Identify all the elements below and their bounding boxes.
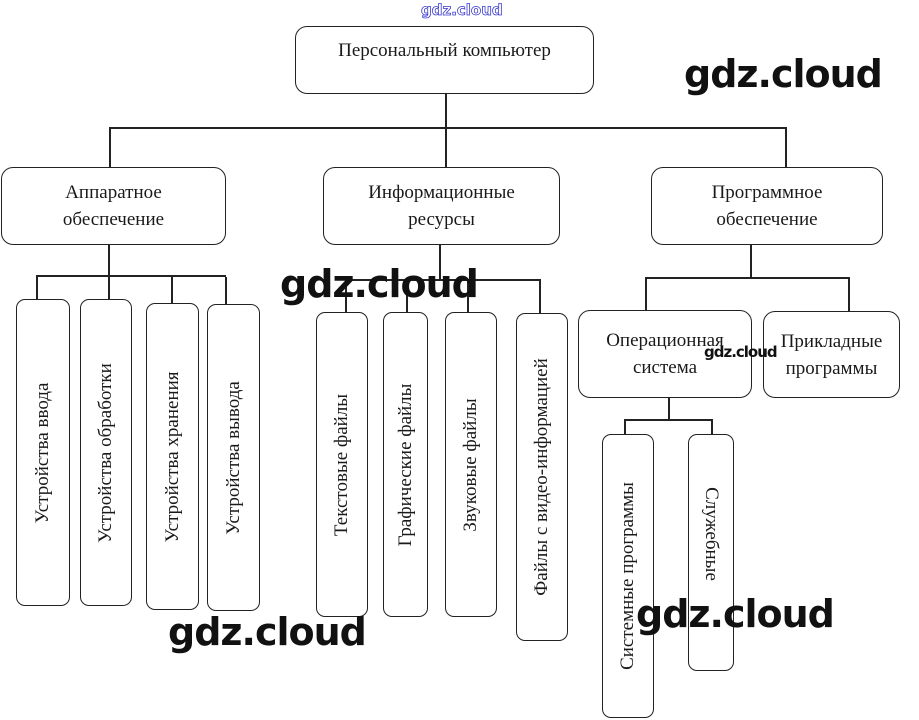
node-label: Звуковые файлы [460,397,481,532]
node-label: Графические файлы [394,383,416,546]
watermark-top: gdz.cloud [421,1,503,20]
connector [439,244,441,280]
connector [539,279,541,314]
connector [645,277,849,279]
node-graphic-files: Графические файлы [383,312,428,617]
connector [445,93,447,129]
node-label: Программное обеспечение [711,182,823,230]
connector [109,127,111,168]
connector [36,275,38,300]
connector [645,277,647,311]
node-label: Персональный компьютер [338,40,551,61]
connector [668,398,670,420]
watermark: gdz.cloud [280,262,479,306]
node-label: Устройства обработки [95,362,116,543]
node-software: Программное обеспечение [651,167,883,245]
node-operating-system: Операционная система [578,310,752,398]
node-system-programs: Системные программы [602,434,654,718]
connector [108,244,110,276]
node-video-files: Файлы с видео-информацией [516,313,568,641]
connector [225,277,227,305]
node-text-files: Текстовые файлы [316,312,368,617]
watermark: gdz.cloud [684,52,883,96]
node-label: Устройства вывода [222,380,244,535]
connector [785,127,787,168]
connector [624,419,626,435]
node-personal-computer: Персональный компьютер [295,26,594,94]
node-label: Прикладные программы [780,330,883,379]
node-label: Системные программы [617,482,638,670]
connector [171,277,173,304]
connector [36,275,226,277]
node-audio-files: Звуковые файлы [445,312,497,617]
connector [345,279,540,281]
node-label: Служебные [701,486,722,581]
watermark: gdz.cloud [636,592,835,636]
watermark: gdz.cloud [704,343,778,361]
node-application-programs: Прикладные программы [763,311,900,398]
watermark: gdz.cloud [168,610,367,654]
connector [467,279,469,313]
connector [345,279,347,313]
connector [624,419,712,421]
node-storage-devices: Устройства хранения [146,303,199,610]
connector [711,419,713,435]
node-label: Информационные ресурсы [368,182,515,230]
node-label: Текстовые файлы [331,393,352,536]
connector [750,244,752,278]
node-utility-programs: Служебные [688,434,734,671]
node-label: Устройства хранения [161,370,183,543]
connector [445,127,447,168]
node-input-devices: Устройства ввода [16,299,70,606]
connector [109,127,786,129]
connector [406,279,408,313]
node-label: Файлы с видео-информацией [531,358,552,596]
connector [108,275,110,300]
node-label: Операционная система [606,330,724,378]
node-label: Устройства ввода [32,382,53,523]
node-processing-devices: Устройства обработки [80,299,132,606]
node-info-resources: Информационные ресурсы [323,167,560,245]
node-output-devices: Устройства вывода [207,304,260,611]
node-label: Аппаратное обеспечение [62,182,165,230]
connector [848,277,850,312]
node-hardware: Аппаратное обеспечение [1,167,226,245]
